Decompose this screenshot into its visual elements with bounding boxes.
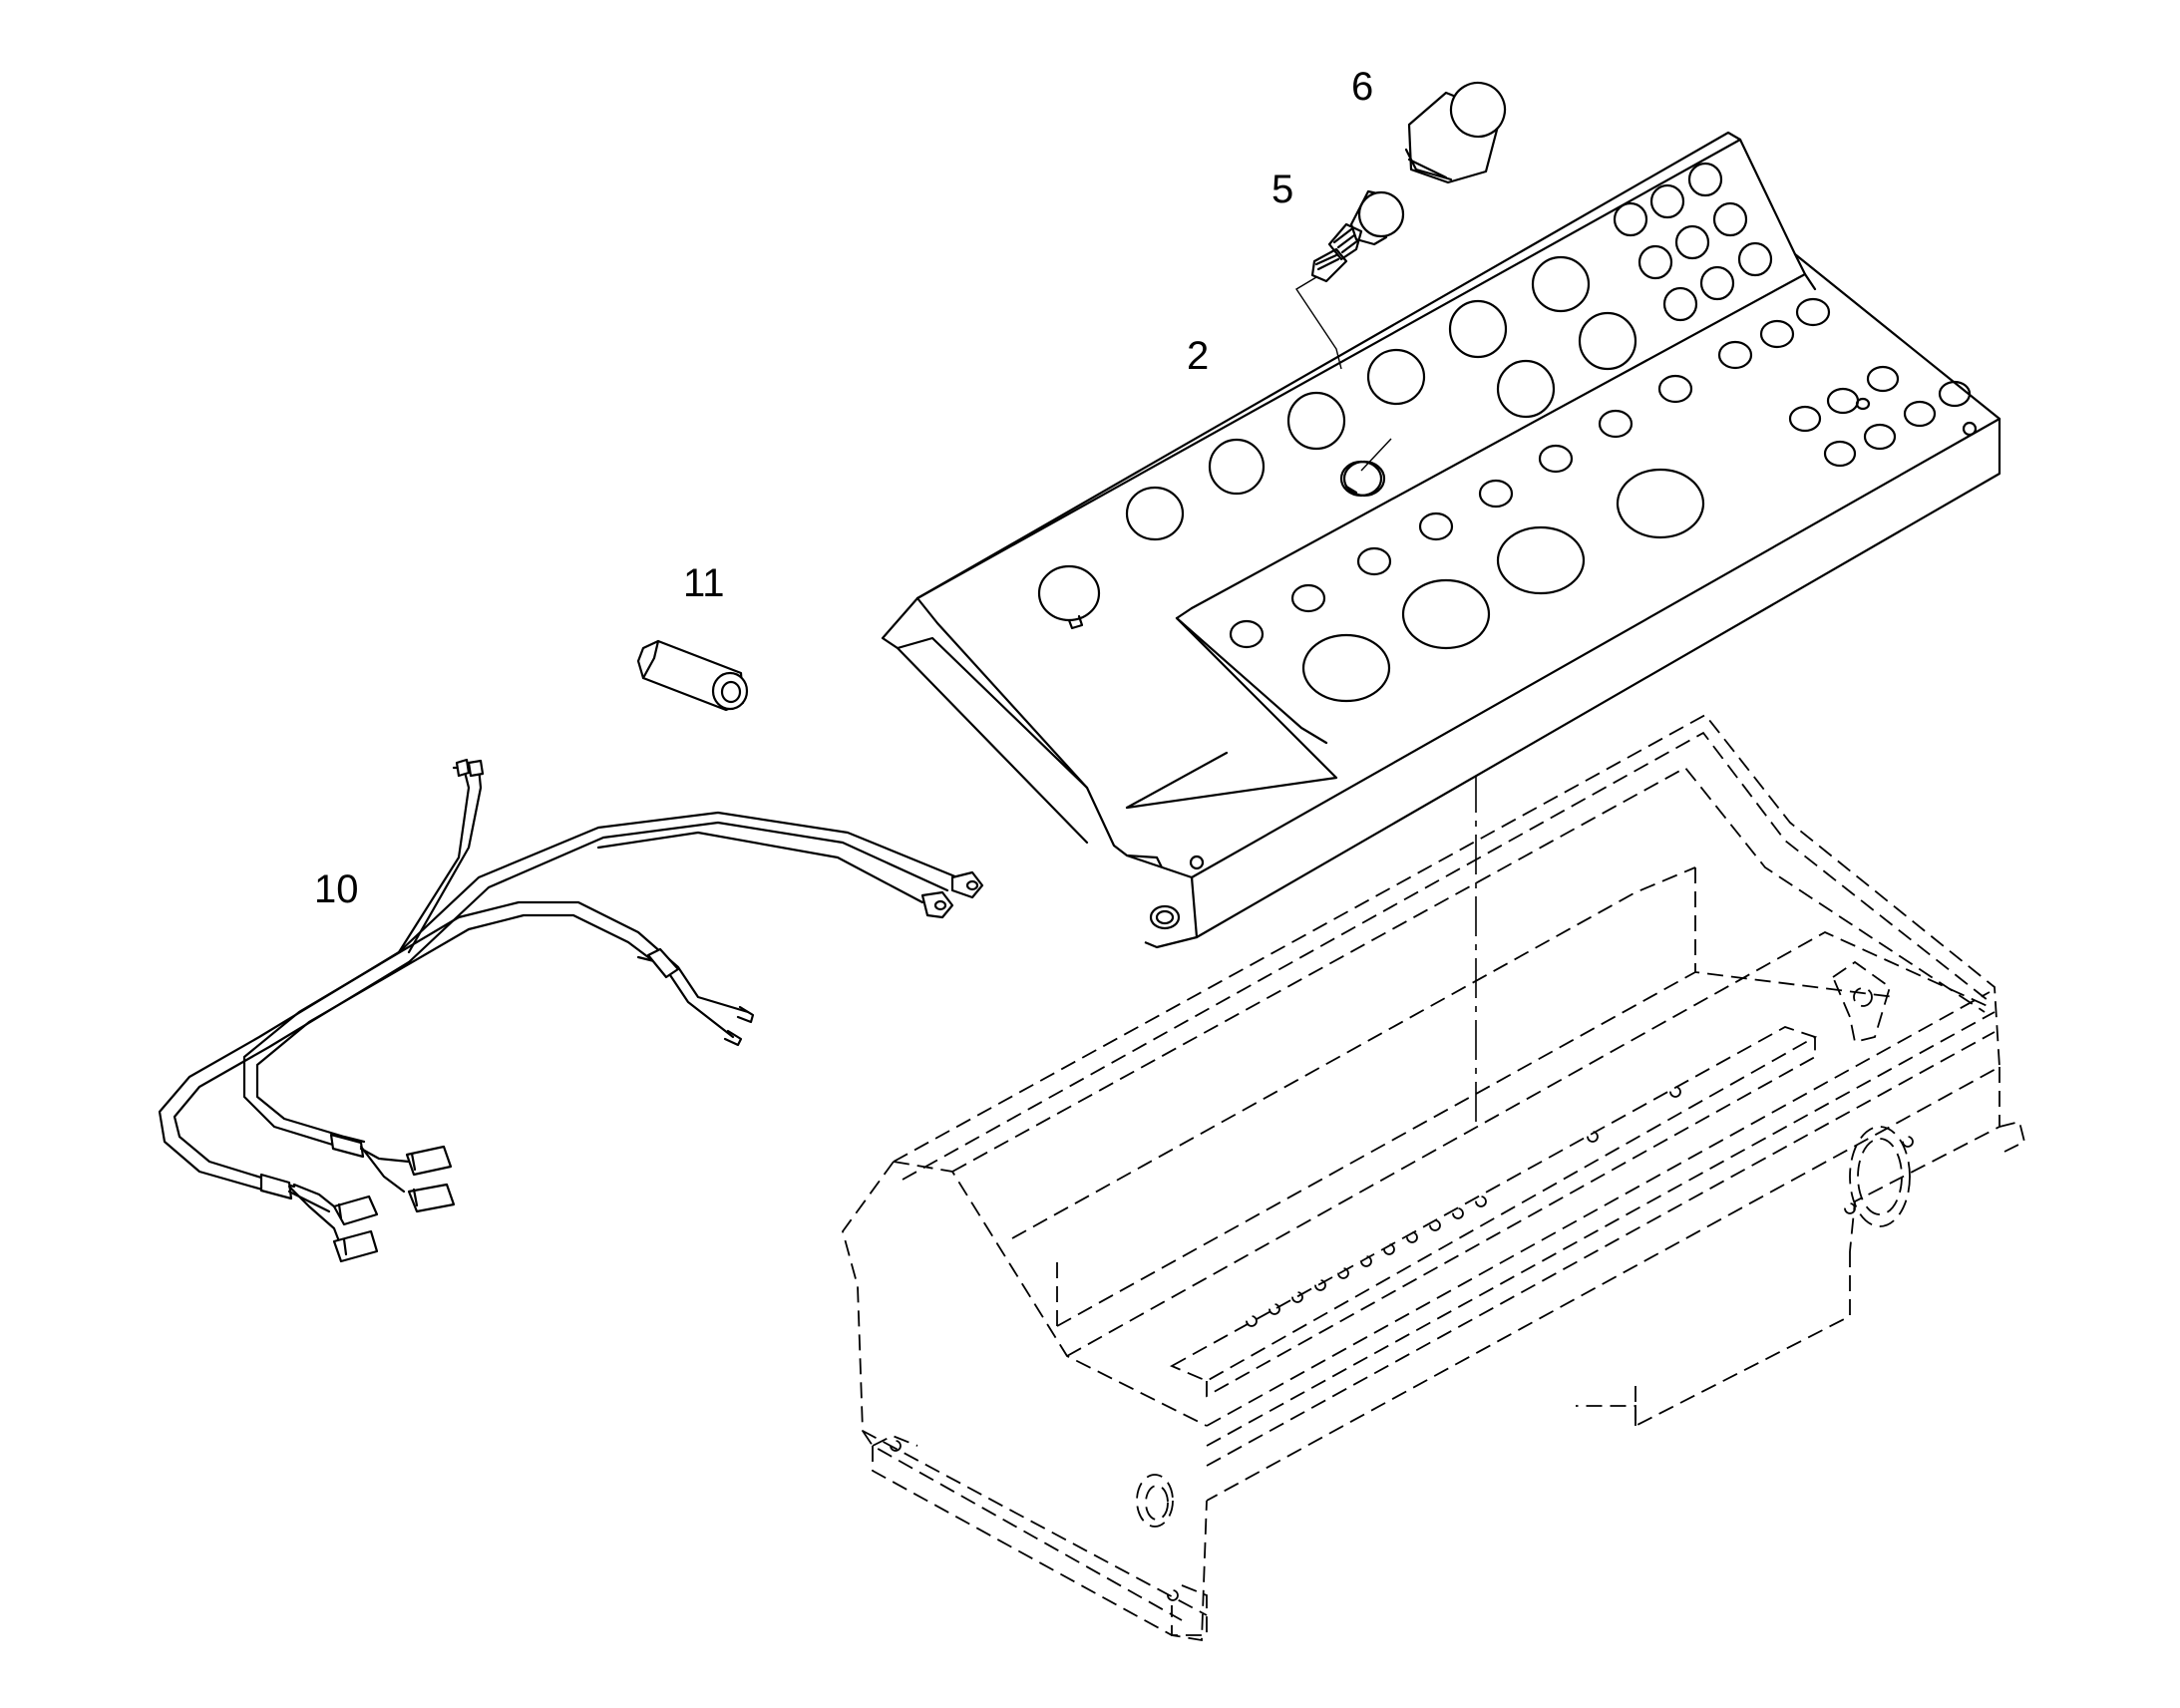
panel-holes — [1037, 162, 1972, 703]
callout-labels: 2 5 6 10 11 — [314, 65, 1373, 911]
enclosure-base — [842, 713, 2026, 1642]
callout-panel: 2 — [1187, 334, 1209, 378]
control-panel — [881, 131, 2001, 949]
fuse — [636, 639, 749, 712]
callout-fuse: 11 — [683, 561, 725, 605]
lamp-socket — [1310, 189, 1405, 283]
wire-harness — [158, 758, 984, 1263]
callout-harness: 10 — [314, 867, 359, 911]
rail-holes — [1246, 1086, 1681, 1327]
callout-lamp-lens: 6 — [1351, 65, 1373, 109]
lamp-leader-line — [1295, 276, 1392, 472]
callout-lamp-socket: 5 — [1272, 168, 1293, 211]
lamp-lens — [1404, 81, 1507, 184]
